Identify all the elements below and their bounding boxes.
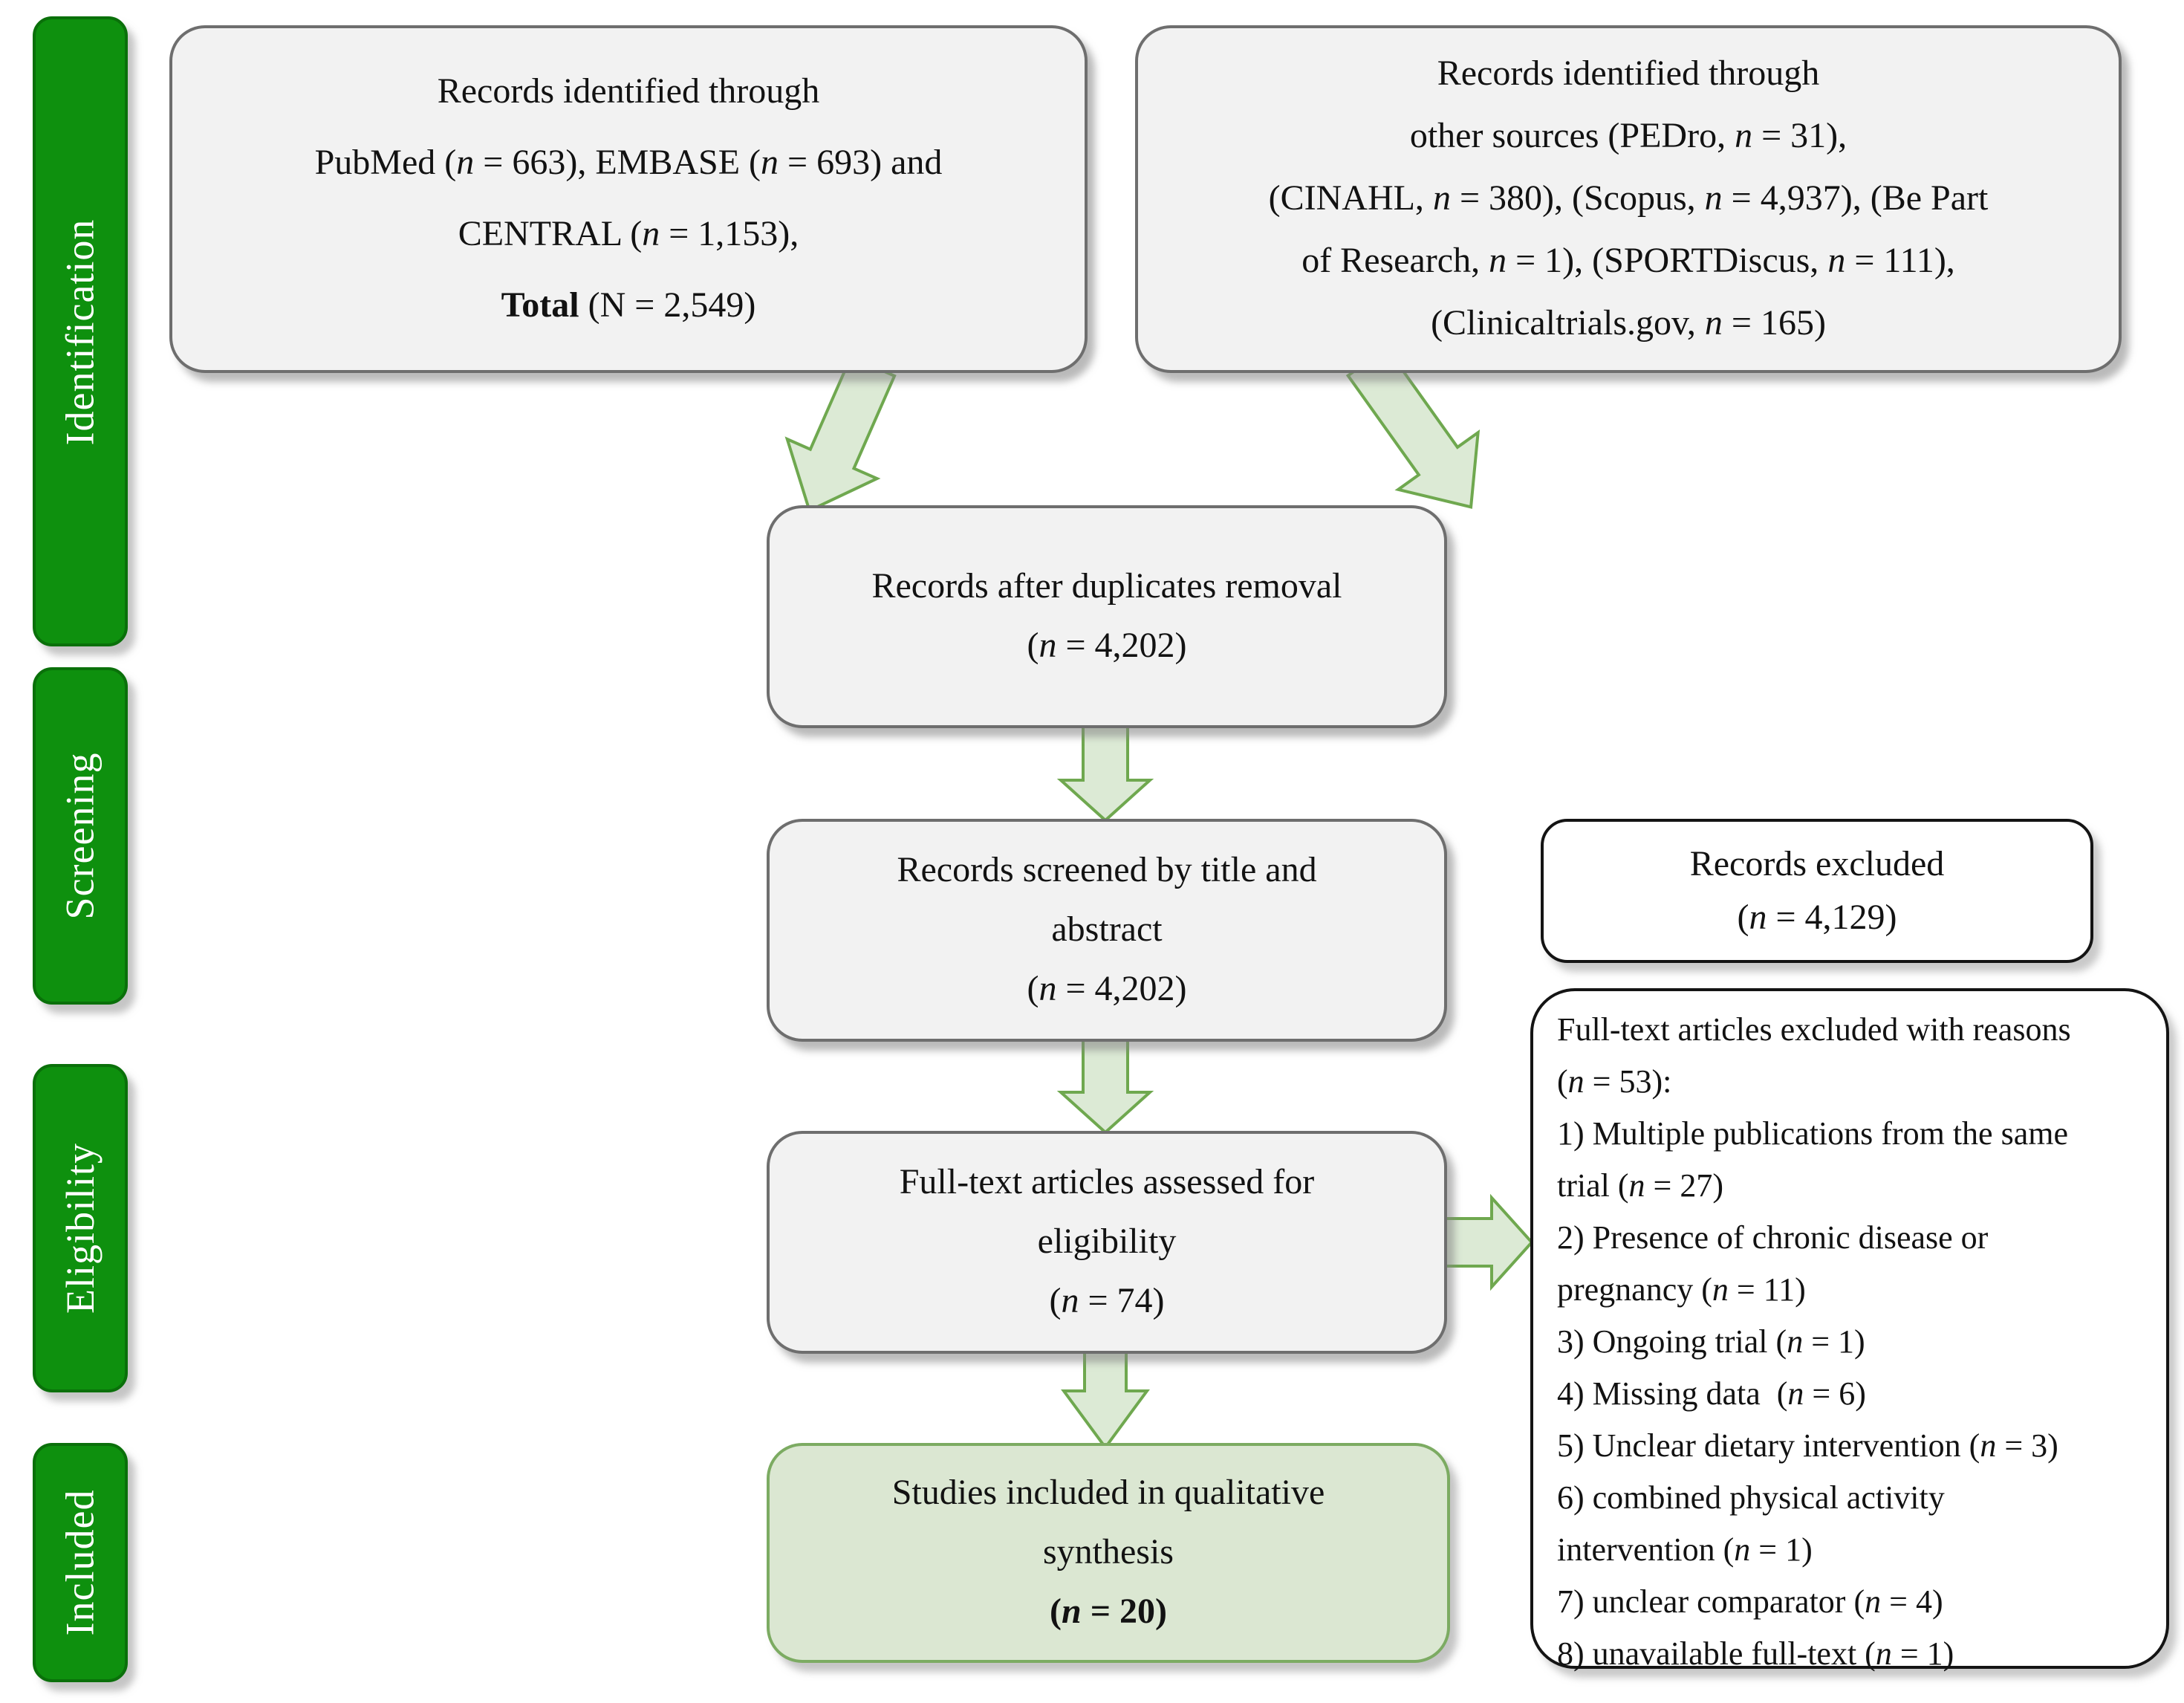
- text-line: Records screened by title and: [897, 852, 1317, 890]
- text-line: 4) Missing data (n = 6): [1557, 1375, 1866, 1412]
- text-line: trial (n = 27): [1557, 1167, 1723, 1204]
- text-line: synthesis: [1042, 1534, 1174, 1572]
- text-line: 2) Presence of chronic disease or: [1557, 1219, 1989, 1256]
- text-line: Records excluded: [1689, 845, 1945, 883]
- stage-label-included: Included: [33, 1443, 128, 1682]
- text-line: (n = 53):: [1557, 1063, 1672, 1100]
- text-line: Full-text articles excluded with reasons: [1557, 1011, 2071, 1048]
- text-line: intervention (n = 1): [1557, 1531, 1813, 1568]
- text-line: Studies included in qualitative: [891, 1474, 1325, 1513]
- arrow-down-right-icon: [784, 354, 897, 513]
- stage-label-text: Eligibility: [57, 1142, 103, 1314]
- text-line: 8) unavailable full-text (n = 1): [1557, 1635, 1954, 1672]
- text-line: Records identified through: [1437, 55, 1820, 94]
- text-line: of Research, n = 1), (SPORTDiscus, n = 1…: [1301, 242, 1955, 281]
- text-line: Records after duplicates removal: [871, 568, 1342, 606]
- stage-label-text: Identification: [57, 218, 103, 445]
- text-line: (n = 4,202): [1027, 970, 1187, 1009]
- text-line: eligibility: [1037, 1223, 1177, 1262]
- box-records-identified-other-sources: Records identified through other sources …: [1135, 25, 2122, 373]
- text-line: (Clinicaltrials.gov, n = 165): [1431, 305, 1826, 343]
- text-line: 6) combined physical activity: [1557, 1479, 1945, 1516]
- box-fulltext-assessed: Full-text articles assessed for eligibili…: [767, 1131, 1447, 1354]
- arrow-down-icon: [1061, 1348, 1150, 1450]
- text-line: (n = 4,202): [1027, 627, 1187, 666]
- arrow-down-icon: [1056, 1036, 1154, 1135]
- text-line: Records identified through: [437, 73, 820, 111]
- text-line: (n = 20): [1049, 1593, 1168, 1632]
- text-line: other sources (PEDro, n = 31),: [1409, 117, 1847, 156]
- text-line: 3) Ongoing trial (n = 1): [1557, 1323, 1865, 1360]
- text-line: PubMed (n = 663), EMBASE (n = 693) and: [314, 144, 943, 183]
- box-records-screened: Records screened by title and abstract (n …: [767, 819, 1447, 1042]
- text-line: 5) Unclear dietary intervention (n = 3): [1557, 1427, 2058, 1464]
- text-line: (n = 4,129): [1737, 898, 1897, 937]
- stage-label-text: Screening: [57, 752, 102, 920]
- arrow-down-icon: [1056, 724, 1154, 823]
- text-line: Total (N = 2,549): [501, 287, 756, 325]
- stage-label-text: Included: [57, 1489, 102, 1636]
- text-line: CENTRAL (n = 1,153),: [458, 215, 799, 254]
- box-fulltext-excluded-reasons: Full-text articles excluded with reasons…: [1530, 988, 2169, 1672]
- stage-label-eligibility: Eligibility: [33, 1064, 128, 1392]
- box-studies-included: Studies included in qualitative synthesis…: [767, 1443, 1450, 1663]
- arrow-right-icon: [1443, 1193, 1534, 1291]
- stage-label-identification: Identification: [33, 16, 128, 646]
- box-records-excluded: Records excluded (n = 4,129): [1541, 819, 2093, 963]
- text-line: (n = 74): [1049, 1282, 1165, 1321]
- text-line: abstract: [1051, 911, 1163, 950]
- text-line: 7) unclear comparator (n = 4): [1557, 1583, 1943, 1620]
- stage-label-screening: Screening: [33, 667, 128, 1005]
- text-line: Full-text articles assessed for: [899, 1164, 1315, 1202]
- text-line: pregnancy (n = 11): [1557, 1271, 1806, 1308]
- text-line: (CINAHL, n = 380), (Scopus, n = 4,937), …: [1268, 180, 1989, 218]
- text-line: 1) Multiple publications from the same: [1557, 1115, 2068, 1152]
- box-records-after-duplicates-removal: Records after duplicates removal (n = 4,2…: [767, 505, 1447, 728]
